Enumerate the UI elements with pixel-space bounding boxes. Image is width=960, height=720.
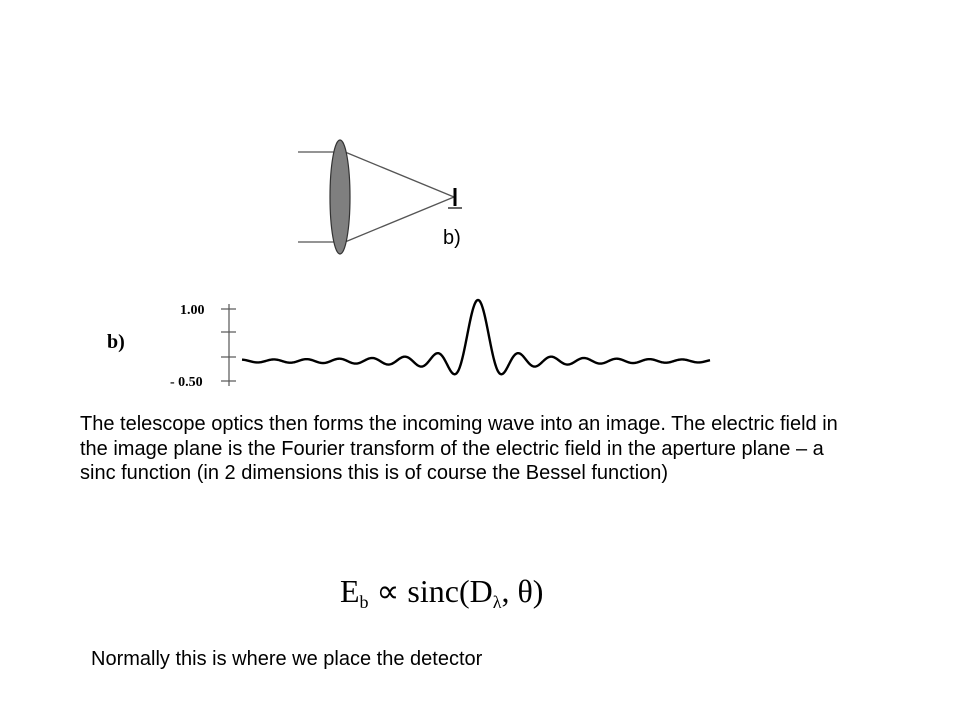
lens (329, 139, 351, 255)
formula-sub-lambda: λ (492, 592, 502, 612)
sinc-curve (241, 298, 711, 376)
tick-label-bottom: - 0.50 (170, 375, 203, 390)
formula-E: E (340, 573, 360, 609)
formula-mid: ∝ sinc(D (368, 573, 493, 609)
formula-end: , θ) (501, 573, 544, 609)
ray-bottom-converge (344, 196, 455, 243)
formula-sub-b: b (359, 592, 369, 612)
explanation-paragraph: The telescope optics then forms the inco… (80, 413, 838, 484)
lens-label: b) (443, 227, 461, 249)
footer-note: Normally this is where we place the dete… (91, 648, 483, 670)
formula: Eb ∝ sinc(Dλ, θ) (340, 572, 543, 613)
ray-top-converge (344, 151, 455, 198)
plot-label: b) (107, 331, 125, 353)
tick-label-top: 1.00 (180, 303, 205, 318)
